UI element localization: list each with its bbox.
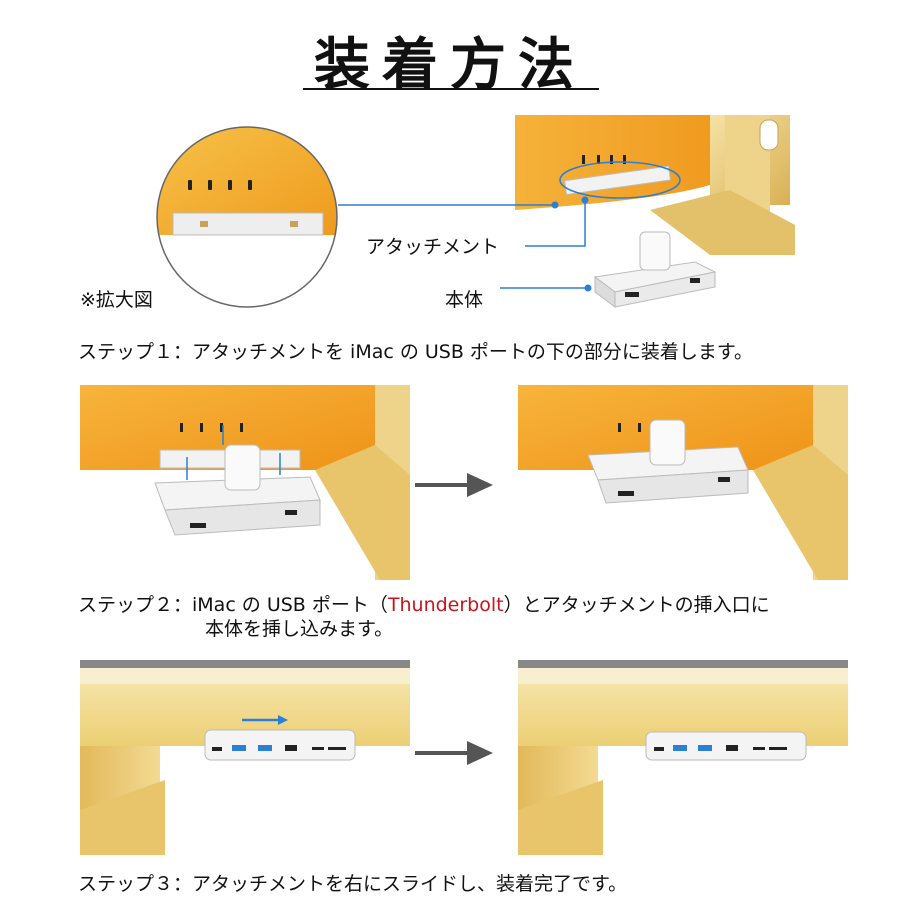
zoom-circle-illustration: [156, 126, 338, 308]
step2-before-illustration: [80, 385, 410, 580]
thunderbolt-highlight: Thunderbolt: [387, 594, 504, 616]
step-3-text: ステップ３：アタッチメントを右にスライドし、装着完了です。: [78, 873, 628, 895]
imac-back-illustration: [515, 115, 795, 255]
page-title: 装着方法: [314, 32, 586, 98]
step3-after-illustration: [518, 660, 848, 855]
step-2-prefix: ステップ２：iMac の USB ポート（: [78, 594, 388, 616]
step-1-text: ステップ１：アタッチメントを iMac の USB ポートの下の部分に装着します…: [78, 341, 754, 363]
title-underline: [303, 88, 599, 90]
step-2-text-line2: 本体を挿し込みます。: [205, 618, 394, 640]
step2-arrow-icon: [415, 473, 493, 497]
hub-body-illustration: [593, 231, 717, 308]
step-2-suffix: ）とアタッチメントの挿入口に: [503, 594, 770, 616]
callout-attachment-label: アタッチメント: [366, 236, 500, 258]
step-2-text-line1: ステップ２：iMac の USB ポート（Thunderbolt）とアタッチメン…: [78, 593, 770, 617]
step2-after-illustration: [518, 385, 848, 580]
step3-arrow-icon: [415, 741, 493, 765]
zoom-note: ※拡大図: [80, 289, 153, 311]
step3-before-illustration: [80, 660, 410, 855]
callout-body-label: 本体: [445, 289, 484, 311]
